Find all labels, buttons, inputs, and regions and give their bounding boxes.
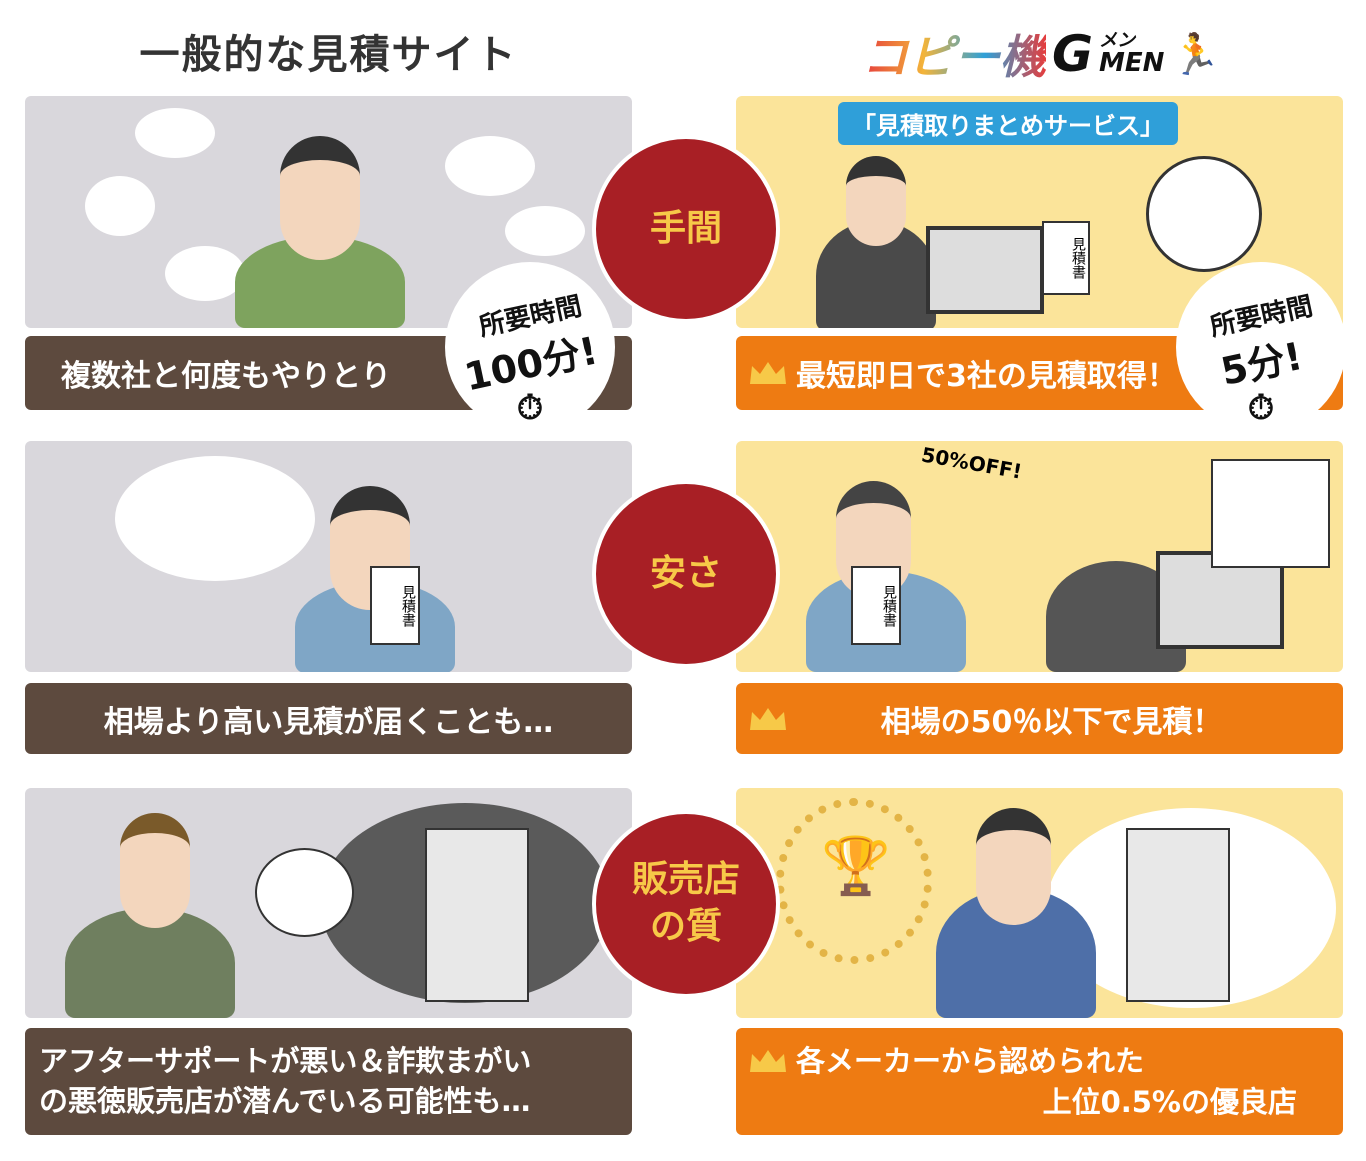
caption-bad-dealer: アフターサポートが悪い＆詐欺まがいの悪徳販売店が潜んでいる可能性も… <box>25 1028 632 1135</box>
discount-label: 50%OFF! <box>919 442 1024 484</box>
copier-illustration <box>425 828 529 1002</box>
crown-icon <box>750 707 786 730</box>
estimate-document: 見積書 <box>851 566 901 645</box>
left-column-title: 一般的な見積サイト <box>139 32 518 78</box>
caption-quality-dealer: 各メーカーから認められた上位0.5%の優良店 <box>736 1028 1343 1135</box>
copier-illustration <box>1126 828 1230 1002</box>
thought-bubble-flying-money <box>115 456 315 581</box>
illustration-expensive-quote: 見積書 <box>25 441 632 672</box>
customer-phone-illustration <box>1146 156 1262 272</box>
caption-line-2: の悪徳販売店が潜んでいる可能性も… <box>39 1083 531 1118</box>
illustration-bad-dealer <box>25 788 632 1018</box>
caption-expensive-quote: 相場より高い見積が届くことも… <box>25 683 632 754</box>
video-call-illustration <box>1211 459 1330 568</box>
logo-text: コピー機 <box>862 21 1046 87</box>
category-dealer-quality: 販売店の質 <box>592 810 780 998</box>
caption-text: 最短即日で3社の見積取得！ <box>796 359 1177 394</box>
caption-line-2: 上位0.5%の優良店 <box>1042 1084 1297 1119</box>
logo-sub-top: メン <box>1099 30 1136 51</box>
stopwatch-icon: ⏱ <box>1247 388 1275 428</box>
stopwatch-icon: ⏱ <box>516 388 544 428</box>
category-effort: 手間 <box>592 135 780 323</box>
laurel-wreath <box>776 798 932 964</box>
illustration-quality-dealer: 🏆 <box>736 788 1343 1018</box>
trophy-icon: 🏆 <box>821 834 891 899</box>
crown-icon <box>750 362 786 384</box>
scam-mail-bubble <box>255 848 354 937</box>
estimate-document: 見積書 <box>1042 221 1090 295</box>
logo-sub-bottom: MEN <box>1099 48 1165 78</box>
running-man-icon: 🏃 <box>1170 31 1221 78</box>
caption-line-1: アフターサポートが悪い＆詐欺まがい <box>39 1044 532 1079</box>
category-label: 販売店の質 <box>631 859 740 947</box>
caption-half-price: 相場の50％以下で見積！ <box>736 683 1343 754</box>
category-price: 安さ <box>592 480 780 668</box>
service-label: 「見積取りまとめサービス」 <box>838 102 1178 145</box>
illustration-discount: 50%OFF! 見積書 <box>736 441 1343 672</box>
caption-text: 相場の50％以下で見積！ <box>880 704 1223 740</box>
estimate-document: 見積書 <box>370 566 420 645</box>
caption-line-1: 各メーカーから認められた <box>796 1043 1145 1078</box>
crown-icon <box>750 1050 786 1072</box>
logo-g: G <box>1052 25 1094 83</box>
